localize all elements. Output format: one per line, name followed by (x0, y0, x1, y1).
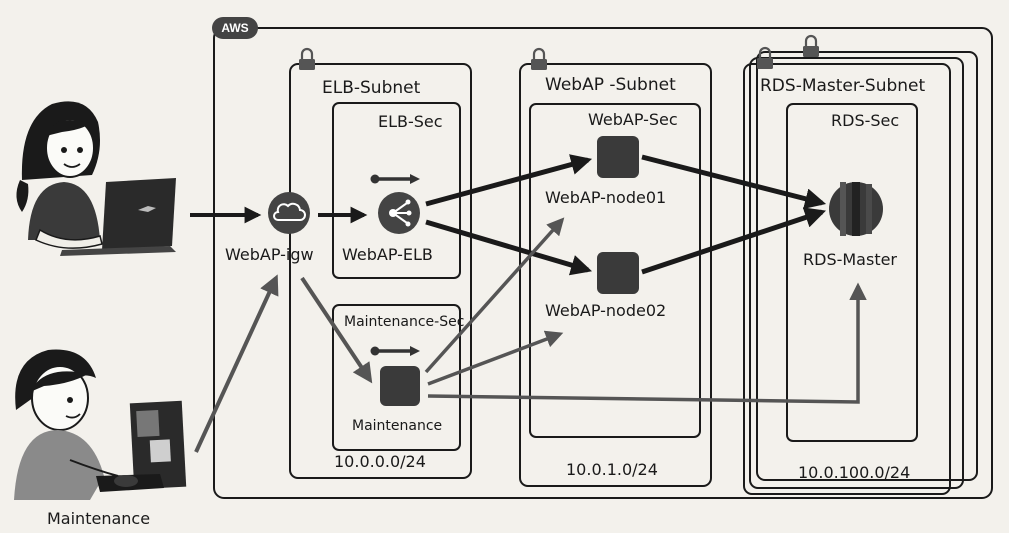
arrow-elb-to-node02 (425, 219, 593, 276)
rds-label: RDS-Master (803, 250, 898, 269)
aws-badge: AWS (212, 17, 258, 39)
rds-sec-box (786, 103, 918, 442)
arrow-maintenance-to-node01 (424, 217, 565, 374)
elb-subnet-box (289, 63, 472, 479)
webap-subnet-title: WebAP -Subnet (545, 75, 676, 95)
customer-user-illustration (16, 101, 176, 256)
rds-subnet-cidr: 10.0.100.0/24 (798, 463, 911, 482)
maintenance-instance-icon (380, 366, 420, 406)
arrow-elb-to-node01 (425, 154, 593, 207)
arrow-igw-to-maintenance (300, 276, 373, 384)
webap-subnet-box (519, 63, 712, 487)
arrow-maintuser-to-igw (194, 274, 279, 453)
elb-load-balancer-icon (378, 192, 420, 234)
rds-subnet-back-lock-icon (803, 34, 819, 57)
rds-subnet-box (743, 63, 951, 495)
maintenance-user-illustration (14, 349, 187, 500)
rds-database-icon (829, 182, 883, 236)
igw-cloud-icon (268, 192, 310, 234)
webap-subnet-lock-icon (531, 47, 547, 70)
node01-instance-icon (597, 136, 639, 178)
rds-subnet-box-mid (749, 57, 964, 489)
elb-sec-box (332, 102, 461, 279)
node02-label: WebAP-node02 (545, 301, 667, 320)
rds-subnet-box-back (756, 51, 978, 481)
webap-sec-title: WebAP-Sec (588, 110, 678, 129)
node02-instance-icon (597, 252, 639, 294)
elb-subnet-lock-icon (299, 47, 315, 70)
maintenance-sec-title: Maintenance-Sec (344, 314, 465, 330)
elb-sec-title: ELB-Sec (378, 112, 443, 131)
rds-subnet-lock-icon (757, 46, 773, 69)
webap-sec-box (529, 103, 701, 438)
igw-label: WebAP-igw (225, 245, 314, 264)
elb-label: WebAP-ELB (342, 245, 433, 264)
maintenance-user-label: Maintenance (47, 509, 151, 528)
arrow-maintenance-to-node02 (427, 330, 564, 386)
rds-subnet-title: RDS-Master-Subnet (760, 76, 926, 96)
aws-cloud-box (213, 27, 993, 499)
maintenance-sec-box (332, 304, 461, 451)
elb-subnet-cidr: 10.0.0.0/24 (334, 452, 426, 471)
arrow-node01-to-rds (641, 154, 827, 210)
maintenance-instance-label: Maintenance (352, 418, 443, 434)
rds-sec-title: RDS-Sec (831, 111, 900, 130)
arrow-node02-to-rds (641, 207, 826, 275)
elb-sec-key-icon (370, 174, 420, 184)
elb-subnet-title: ELB-Subnet (322, 78, 421, 98)
webap-subnet-cidr: 10.0.1.0/24 (566, 460, 658, 479)
maintenance-sec-key-icon (370, 346, 420, 356)
arrow-maintenance-to-rds (427, 282, 867, 404)
node01-label: WebAP-node01 (545, 188, 667, 207)
